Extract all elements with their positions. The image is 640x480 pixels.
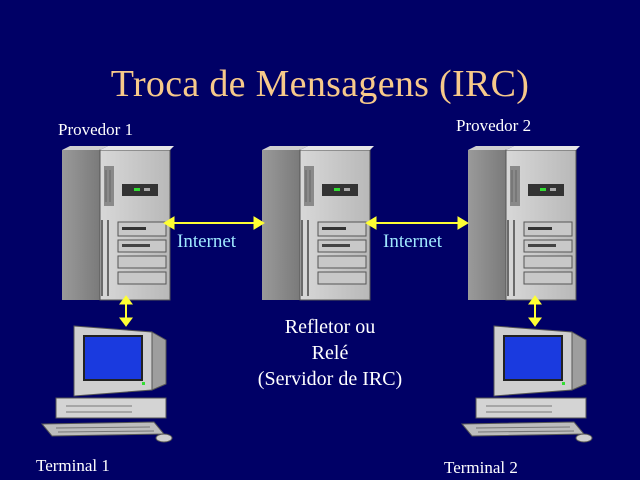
terminal-2-label: Terminal 2: [444, 458, 518, 477]
relay-label-line-2: Relé: [311, 342, 349, 364]
internet-left-label: Internet: [177, 231, 237, 252]
relay-label-line-3: (Servidor de IRC): [257, 368, 403, 390]
internet-right-label: Internet: [383, 231, 443, 252]
provider-2-label: Provedor 2: [456, 116, 532, 135]
provider-2-server-icon: [467, 145, 581, 301]
terminal-1-computer-icon: [41, 325, 173, 443]
provider-2-terminal-arrow: [528, 295, 542, 327]
slide-title: Troca de Mensagens (IRC): [110, 63, 530, 105]
provider-1-terminal-arrow: [119, 295, 133, 327]
relay-server-label: Refletor ou Relé (Servidor de IRC): [230, 314, 430, 392]
relay-server-icon: [261, 145, 375, 301]
relay-label-line-1: Refletor ou: [284, 316, 376, 338]
provider-1-label: Provedor 1: [58, 120, 134, 139]
provider-1-server-icon: [61, 145, 175, 301]
terminal-1-label: Terminal 1: [36, 456, 110, 475]
terminal-2-computer-icon: [461, 325, 593, 443]
internet-link-right-arrow: [365, 216, 469, 230]
internet-link-left-arrow: [163, 216, 265, 230]
